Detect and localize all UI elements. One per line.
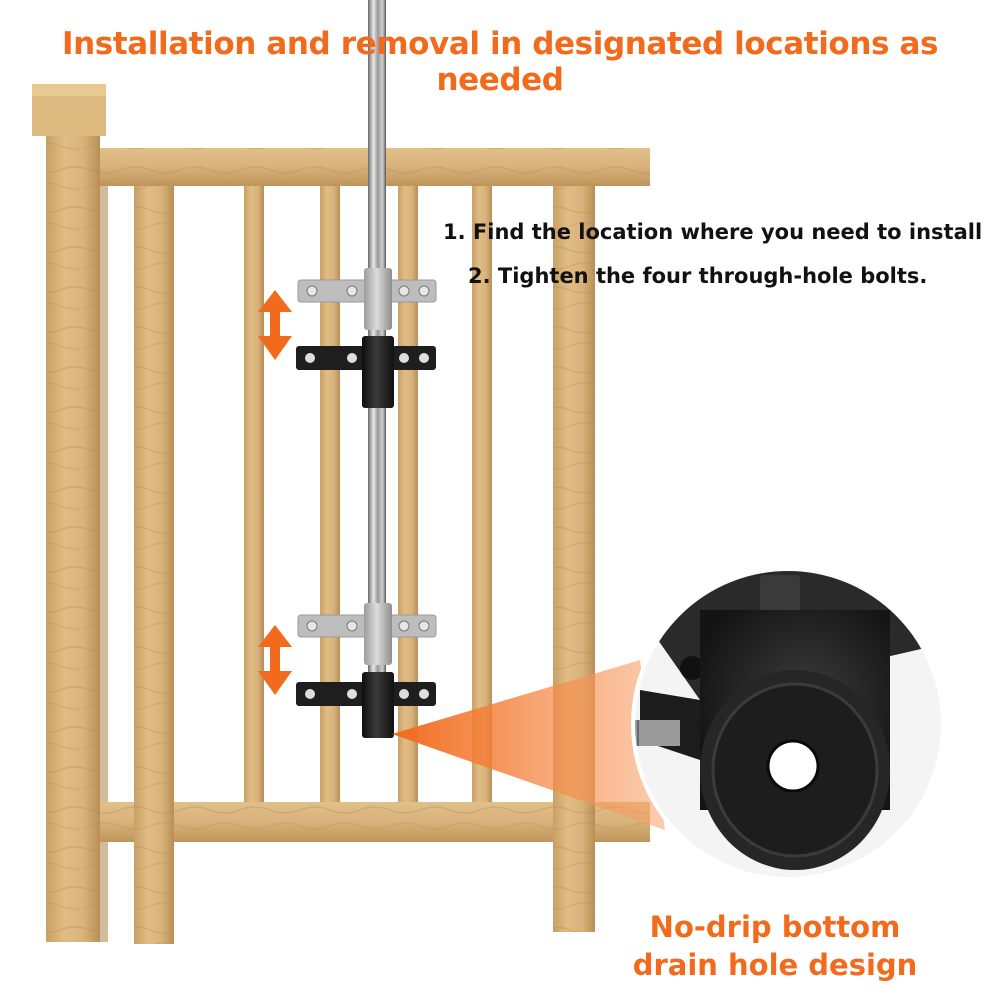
up-down-arrow-icon (258, 290, 292, 360)
wooden-railing (32, 84, 650, 944)
headline: Installation and removal in designated l… (61, 26, 939, 98)
zoomed-bottom-detail (631, 567, 945, 881)
caption-line-1: No-drip bottom (649, 910, 901, 944)
step-2-text: 2. Tighten the four through-hole bolts. (468, 264, 928, 288)
drain-hole-caption: No-drip bottom drain hole design (610, 908, 940, 984)
drain-hole (766, 739, 820, 793)
up-down-arrow-icon (258, 625, 292, 695)
upper-bracket-gray (297, 268, 437, 330)
upper-bracket-black (296, 336, 436, 408)
caption-line-2: drain hole design (632, 948, 918, 982)
lower-bracket-gray (297, 603, 437, 665)
zoom-beam (392, 660, 665, 830)
lower-bracket-black (296, 672, 436, 738)
step-1-text: 1. Find the location where you need to i… (443, 220, 983, 244)
